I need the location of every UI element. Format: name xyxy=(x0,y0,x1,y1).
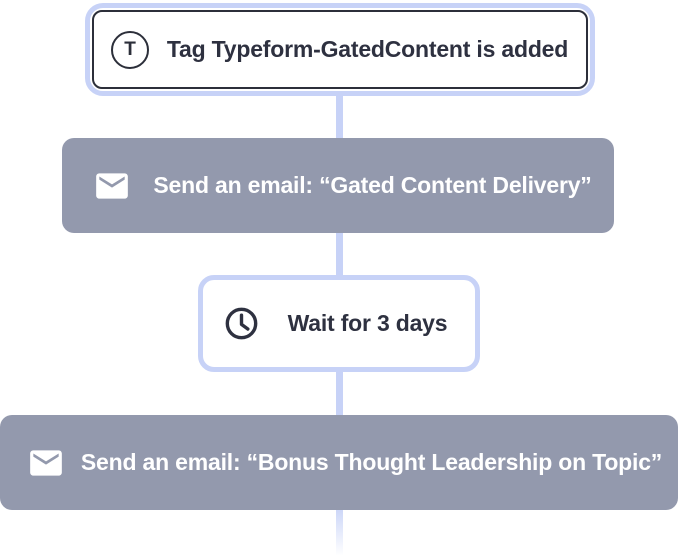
action-node-label: Send an email: “Bonus Thought Leadership… xyxy=(80,449,663,475)
action-node-label: Send an email: “Gated Content Delivery” xyxy=(153,172,592,198)
connector-line-1 xyxy=(336,96,343,138)
email-icon xyxy=(96,172,128,199)
trigger-node-label: Tag Typeform-GatedContent is added xyxy=(166,36,569,62)
connector-line-4-fading xyxy=(336,510,343,556)
trigger-node-body: T Tag Typeform-GatedContent is added xyxy=(92,10,588,89)
action-node-wait-3-days[interactable]: Wait for 3 days xyxy=(198,275,480,372)
clock-icon xyxy=(225,307,258,340)
connector-line-3 xyxy=(336,372,343,415)
connector-line-2 xyxy=(336,233,343,275)
wait-node-label: Wait for 3 days xyxy=(287,310,448,336)
typeform-tag-icon-letter: T xyxy=(124,39,136,60)
action-node-send-email-gated-content[interactable]: Send an email: “Gated Content Delivery” xyxy=(62,138,614,233)
trigger-node-tag-added[interactable]: T Tag Typeform-GatedContent is added xyxy=(85,3,595,96)
email-icon xyxy=(30,449,62,476)
typeform-tag-icon: T xyxy=(111,30,149,69)
action-node-send-email-bonus[interactable]: Send an email: “Bonus Thought Leadership… xyxy=(0,415,678,510)
